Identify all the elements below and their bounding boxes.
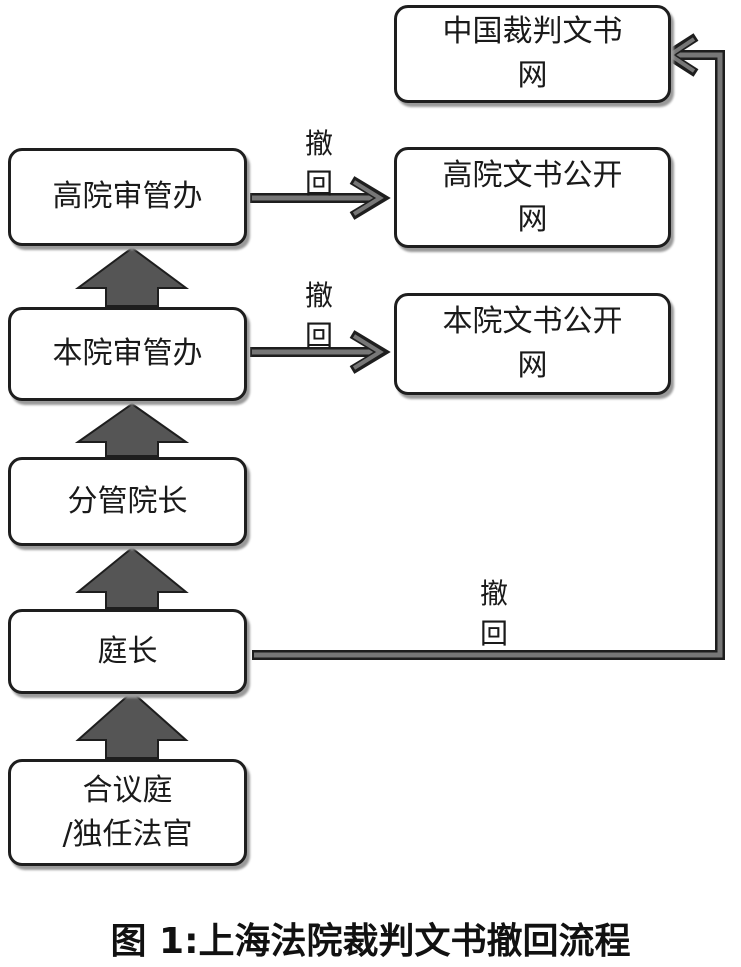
figure-caption: 图 1:上海法院裁判文书撤回流程 (110, 921, 631, 962)
up-arrow-vice-to-office (74, 402, 190, 457)
node-vice-president: 分管院长 (8, 457, 247, 546)
node-high-court-office: 高院审管办 (8, 148, 247, 246)
arrow-this-office-to-public (250, 330, 391, 374)
up-arrow-office-to-high (74, 246, 190, 307)
node-high-court-public-site: 高院文书公开 网 (394, 147, 671, 248)
node-collegial-panel: 合议庭 /独任法官 (8, 759, 247, 866)
arrow-chief-to-china-judgments (252, 33, 725, 660)
node-this-court-office: 本院审管办 (8, 307, 247, 401)
up-arrow-chief-to-vice (75, 546, 189, 609)
node-china-judgments-online: 中国裁判文书 网 (394, 5, 671, 103)
label-withdraw-this: 撤 回 (304, 279, 333, 352)
node-this-court-public-site: 本院文书公开 网 (394, 293, 671, 395)
label-withdraw-chief: 撤 回 (479, 577, 508, 650)
node-chief-judge: 庭长 (8, 609, 247, 694)
arrow-high-office-to-public (250, 176, 391, 220)
label-withdraw-high: 撤 回 (304, 127, 333, 200)
up-arrow-panel-to-chief (75, 690, 189, 759)
